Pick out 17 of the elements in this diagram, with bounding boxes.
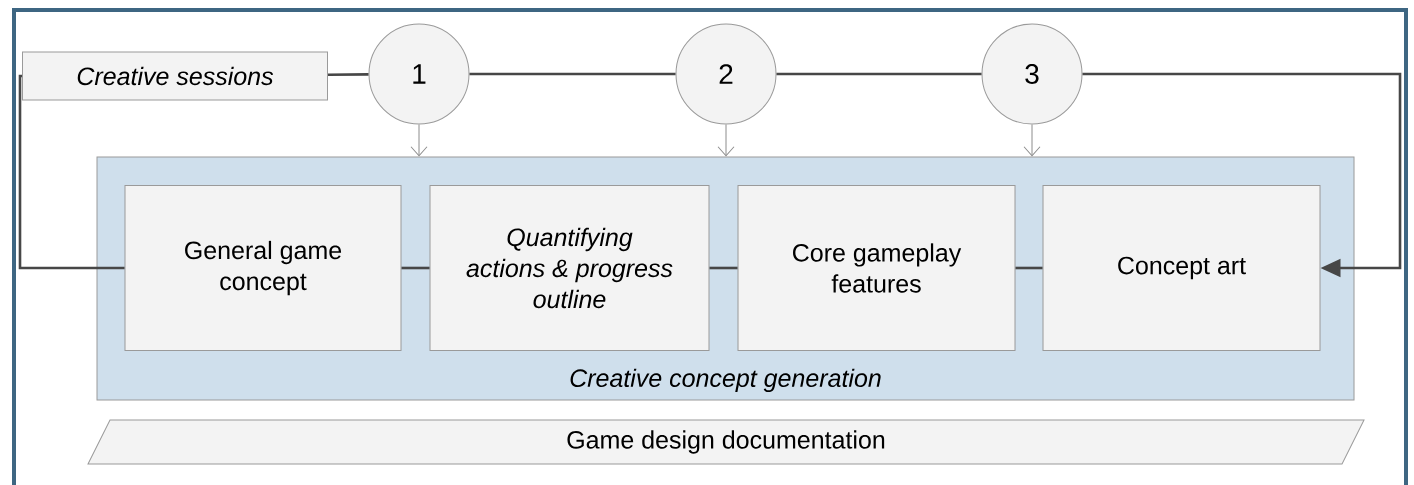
connector (709, 266, 738, 270)
process-box: General game concept (124, 185, 402, 351)
connector (1082, 72, 1402, 278)
connector (1015, 266, 1043, 270)
process-box: Quantifying actions & progress outline (429, 185, 710, 351)
document-band: Game design documentation (87, 419, 1365, 465)
connector (1023, 124, 1041, 157)
connector (328, 73, 369, 77)
connector (401, 266, 430, 270)
connector (410, 124, 428, 157)
label-box: Creative sessions (22, 51, 328, 101)
process-box: Core gameplay features (737, 185, 1016, 351)
process-box: Concept art (1042, 185, 1321, 351)
connector (717, 124, 735, 157)
connector (469, 72, 676, 76)
connector (776, 72, 982, 76)
connector (18, 74, 125, 270)
